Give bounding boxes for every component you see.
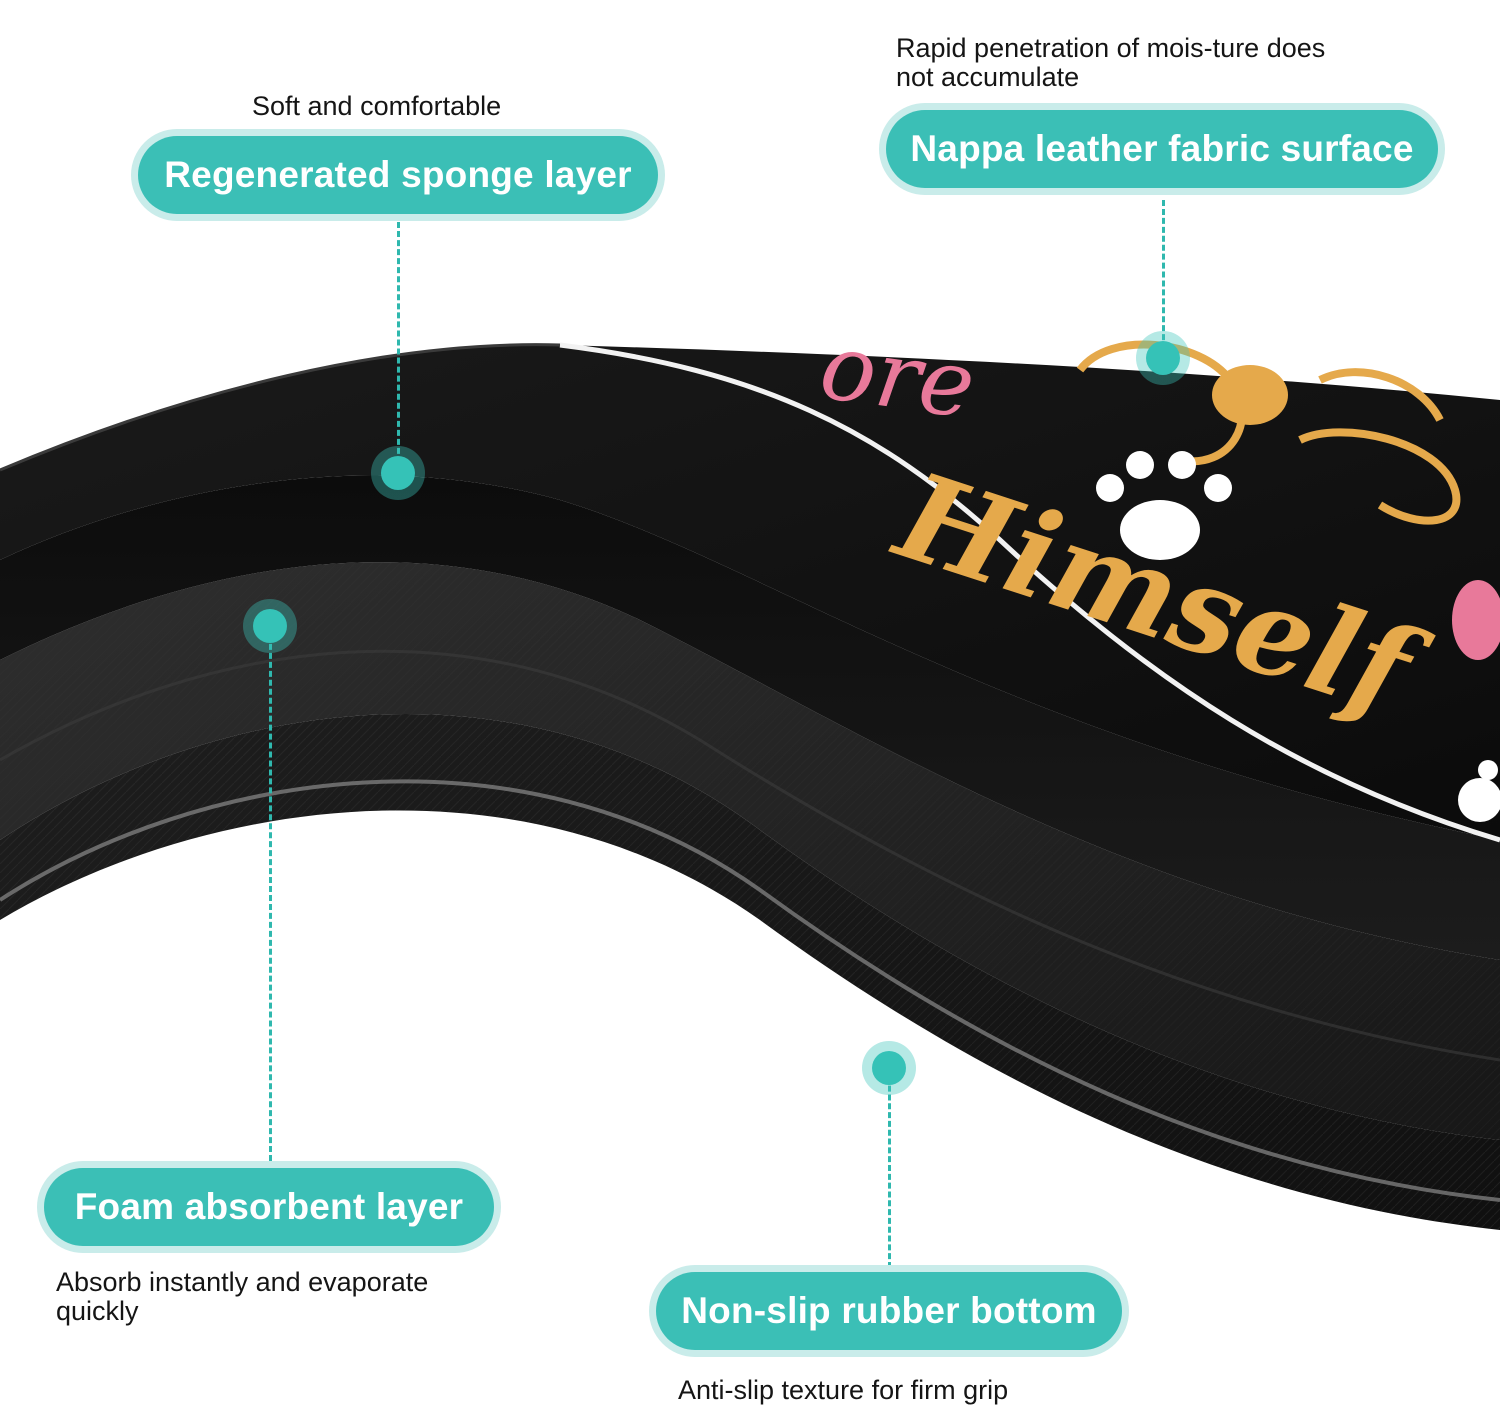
rubber-note: Anti-slip texture for firm grip [678,1375,1009,1405]
sponge-note: Soft and comfortable [252,91,502,121]
foam-note-line2: quickly [56,1296,139,1326]
nappa-hotspot-dot [1146,341,1180,375]
foam-absorbent-label: Foam absorbent layer [44,1168,494,1246]
foam-note-line1: Absorb instantly and evaporate [56,1267,429,1297]
rubber-bottom-label: Non-slip rubber bottom [656,1272,1122,1350]
sponge-hotspot-dot [381,456,415,490]
rubber-leader-line [888,1068,891,1268]
nappa-leather-surface [0,344,1500,840]
nappa-note-line1: Rapid penetration of mois-ture does [896,33,1326,63]
sponge-layer-label: Regenerated sponge layer [138,136,658,214]
sponge-layer [0,475,1500,960]
nappa-leather-label: Nappa leather fabric surface [886,110,1438,188]
nappa-note-line2: not accumulate [896,62,1080,92]
nappa-leader-line [1162,200,1165,358]
rubber-bottom-layer [0,790,1500,1410]
mat-print-artwork [1076,340,1500,822]
mat-print-word-top: ore [814,312,981,439]
rubber-hotspot-dot [872,1051,906,1085]
foam-leader-line [269,626,272,1161]
foam-hotspot-dot [253,609,287,643]
sponge-leader-line [397,222,400,472]
